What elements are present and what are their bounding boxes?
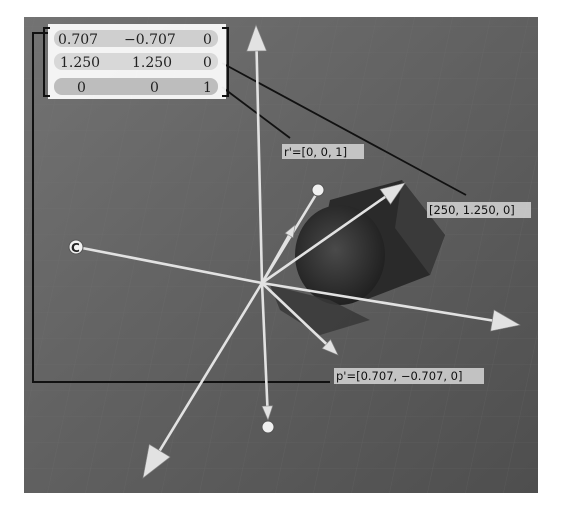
matrix-panel: 0.707 −0.707 0 1.250 1.250 0 0 0 1 — [43, 24, 229, 99]
vector-arrows — [81, 24, 521, 479]
axis-down-arrow — [260, 282, 274, 421]
q-vector-arrow — [261, 182, 406, 285]
matrix-cell-2-0: 0 — [77, 80, 86, 96]
r-vector-label: r'=[0, 0, 1] — [284, 145, 347, 159]
matrix-right-bracket — [222, 27, 229, 97]
axis-marker-left-icon — [68, 239, 84, 255]
axis-up-arrow — [246, 24, 267, 284]
matrix-cell-1-0: 1.250 — [60, 55, 100, 71]
matrix-cell-2-2: 1 — [203, 80, 212, 96]
axis-lower-left-arrow — [142, 282, 264, 479]
short-upper-arrow — [260, 224, 296, 284]
p-vector-arrow — [261, 282, 339, 356]
q-vector-label: [250, 1.250, 0] — [429, 203, 515, 217]
matrix-cell-1-2: 0 — [203, 55, 212, 71]
matrix-cell-0-1: −0.707 — [124, 32, 176, 48]
axis-marker-left-glyph: C — [71, 241, 80, 255]
matrix-row-2-bg — [54, 78, 218, 95]
axis-marker-bottom-icon — [261, 420, 275, 434]
matrix-row-1-bg — [54, 53, 218, 70]
leader-lines — [221, 62, 467, 196]
matrix-left-bracket — [43, 27, 50, 97]
frame-bracket — [32, 32, 330, 383]
axis-left-arrow — [81, 246, 263, 285]
matrix-cell-0-0: 0.707 — [58, 32, 98, 48]
matrix-cell-1-1: 1.250 — [132, 55, 172, 71]
transformed-object — [270, 180, 445, 335]
matrix-cell-2-1: 0 — [150, 80, 159, 96]
axis-right-arrow — [261, 281, 521, 332]
matrix-row-0-bg — [54, 30, 218, 47]
matrix-cell-0-2: 0 — [203, 32, 212, 48]
p-vector-label: p'=[0.707, −0.707, 0] — [336, 369, 463, 383]
axis-marker-upper-icon — [311, 183, 325, 197]
